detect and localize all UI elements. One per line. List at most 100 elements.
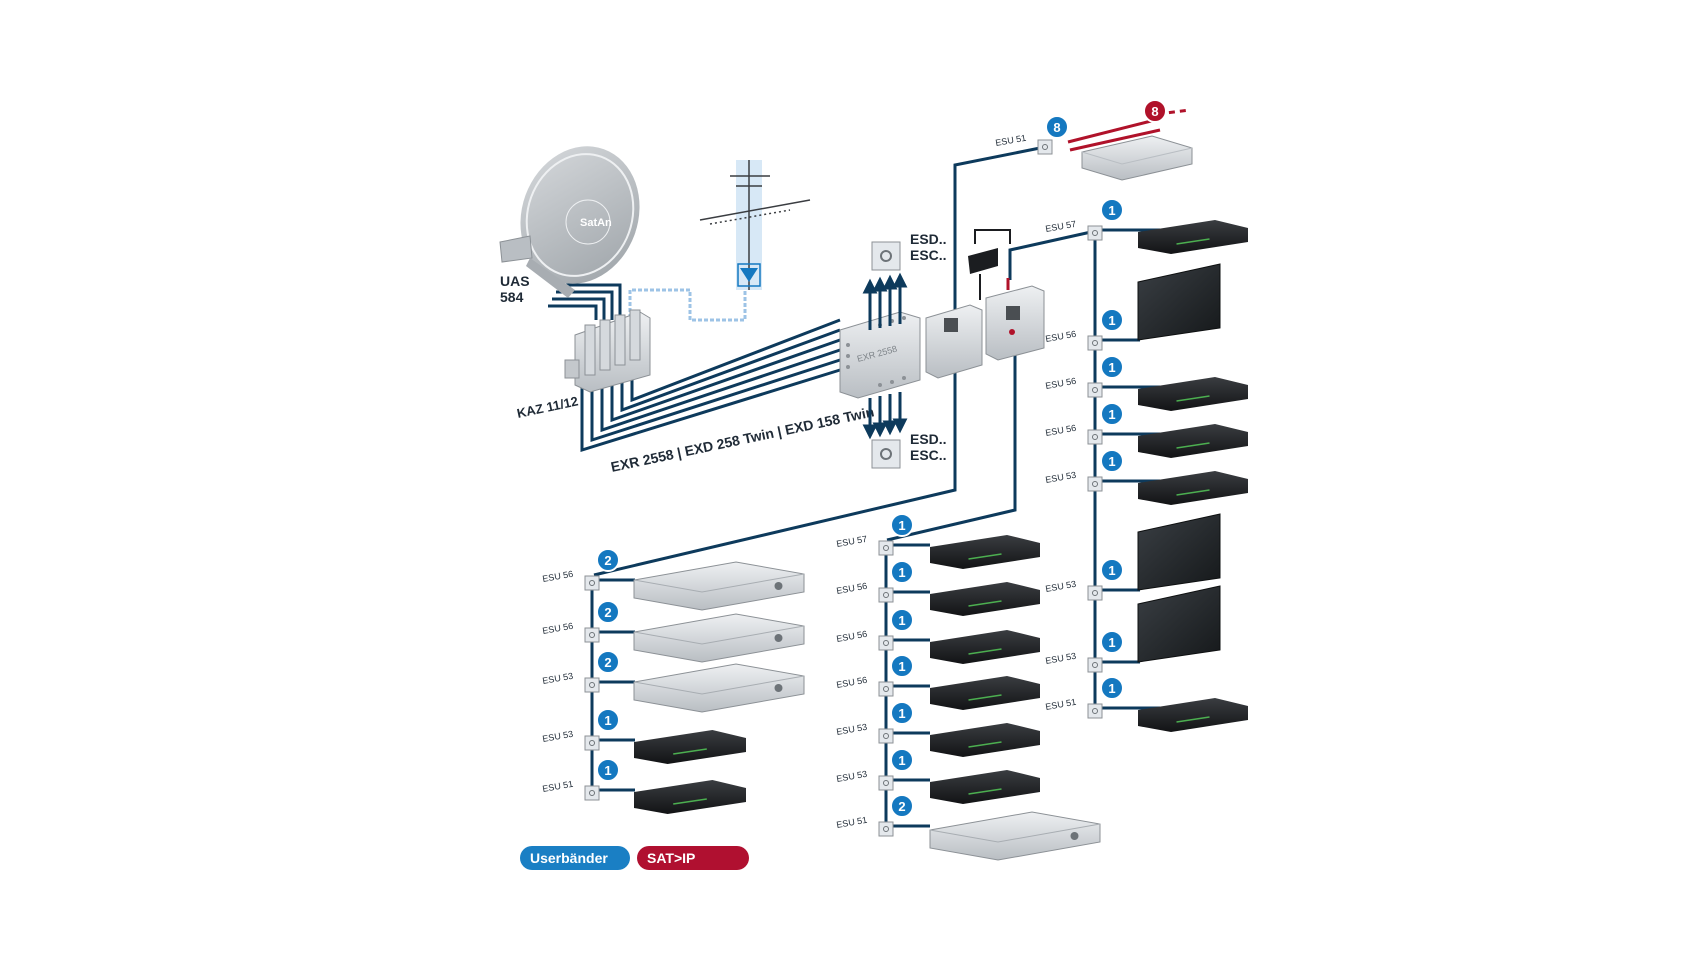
outlets-layer: ESU 51 ESU 57 ESU 56 ESU 56 ESU 56 ESU 53 ESU … (542, 133, 1248, 861)
terrestrial-antenna-icon (699, 160, 811, 290)
esu-label: ESU 56 (542, 621, 574, 636)
satip-stream-cable (1006, 108, 1191, 290)
badge-number: 1 (1108, 360, 1115, 375)
multiswitch-device (564, 309, 651, 393)
left-outlet-1: ESU 56 (542, 569, 600, 591)
esd-top-label: ESD.. (910, 231, 947, 247)
badge-right-7: 1 (1100, 630, 1124, 654)
legend-userbands: Userbänder (520, 846, 630, 870)
esu-label: ESU 53 (542, 729, 574, 744)
receiver-right-1 (1138, 220, 1248, 254)
badge-number: 1 (1108, 313, 1115, 328)
badge-middle-7: 2 (890, 794, 914, 818)
right-outlet-3: ESU 56 (1045, 376, 1103, 398)
esu-label: ESU 53 (1045, 470, 1077, 485)
badge-number: 1 (898, 613, 905, 628)
left-outlet-2: ESU 56 (542, 621, 600, 643)
receiver-middle-4 (930, 676, 1040, 710)
badge-number: 1 (1108, 407, 1115, 422)
esu-label: ESU 56 (1045, 329, 1077, 344)
badge-number: 2 (604, 605, 611, 620)
badge-right-1: 1 (1100, 198, 1124, 222)
esu-label: ESU 53 (836, 769, 868, 784)
esu-label: ESU 56 (542, 569, 574, 584)
tv-right-2 (1137, 263, 1221, 341)
badge-number: 1 (604, 763, 611, 778)
badge-right-5: 1 (1100, 449, 1124, 473)
badge-middle-1: 1 (890, 513, 914, 537)
receiver-right-8 (1138, 698, 1248, 732)
middle-outlet-4: ESU 56 (836, 675, 894, 697)
esu-label: ESU 56 (836, 581, 868, 596)
left-outlet-5: ESU 51 (542, 779, 600, 801)
exd-158-module (985, 285, 1045, 361)
receiver-left-3 (633, 663, 805, 713)
badge-middle-2: 1 (890, 560, 914, 584)
satip-router-device (1081, 135, 1193, 181)
badge-number: 1 (898, 753, 905, 768)
badge-middle-4: 1 (890, 654, 914, 678)
receiver-middle-6 (930, 770, 1040, 804)
middle-outlet-7: ESU 51 (836, 815, 894, 837)
badge-middle-5: 1 (890, 701, 914, 725)
badge-number: 8 (1151, 104, 1158, 119)
tv-right-6 (1137, 513, 1221, 591)
esu-label: ESU 53 (542, 671, 574, 686)
middle-outlet-6: ESU 53 (836, 769, 894, 791)
legend-satip: SAT>IP Streams (637, 846, 749, 890)
badge-number: 1 (1108, 635, 1115, 650)
esc-bottom-label: ESC.. (910, 447, 947, 463)
middle-outlet-5: ESU 53 (836, 722, 894, 744)
esu-label: ESU 51 (1045, 697, 1077, 712)
receiver-middle-5 (930, 723, 1040, 757)
badge-right-6: 1 (1100, 558, 1124, 582)
power-supply-icon (968, 229, 1011, 300)
dish-model-line2: 584 (500, 289, 524, 305)
right-outlet-2: ESU 56 (1045, 329, 1103, 351)
badge-right-4: 1 (1100, 402, 1124, 426)
receiver-middle-1 (930, 535, 1040, 569)
badge-router: 8 (1045, 115, 1069, 139)
middle-outlet-2: ESU 56 (836, 581, 894, 603)
receiver-right-4 (1138, 424, 1248, 458)
receiver-middle-2 (930, 582, 1040, 616)
badge-number: 1 (898, 659, 905, 674)
middle-outlet-1: ESU 57 (836, 534, 894, 556)
esu-label: ESU 56 (1045, 423, 1077, 438)
badge-number: 1 (1108, 563, 1115, 578)
badge-left-5: 1 (596, 758, 620, 782)
esd-outlet-bottom (871, 439, 901, 469)
badge-number: 1 (898, 565, 905, 580)
badge-number: 8 (1053, 120, 1060, 135)
esd-bottom-label: ESD.. (910, 431, 947, 447)
dish-brand-logo: SatAn (580, 217, 612, 229)
badge-left-2: 2 (596, 600, 620, 624)
esu-label: ESU 53 (836, 722, 868, 737)
left-outlet-3: ESU 53 (542, 671, 600, 693)
badge-left-4: 1 (596, 708, 620, 732)
tv-right-7 (1137, 585, 1221, 663)
badge-number: 2 (898, 799, 905, 814)
esu-label: ESU 56 (836, 675, 868, 690)
receiver-left-2 (633, 613, 805, 663)
badge-number: 2 (604, 655, 611, 670)
right-outlet-7: ESU 53 (1045, 651, 1103, 673)
badge-number: 1 (1108, 681, 1115, 696)
right-outlet-6: ESU 53 (1045, 579, 1103, 601)
right-outlet-8: ESU 51 (1045, 697, 1103, 719)
receiver-right-5 (1138, 471, 1248, 505)
esu-label: ESU 57 (1045, 219, 1077, 234)
esu-label: ESU 51 (542, 779, 574, 794)
right-outlet-4: ESU 56 (1045, 423, 1103, 445)
receiver-left-4 (634, 730, 746, 764)
badge-middle-6: 1 (890, 748, 914, 772)
receiver-left-5 (634, 780, 746, 814)
badge-right-2: 1 (1100, 308, 1124, 332)
satellite-dish-icon: SatAn (499, 146, 640, 298)
legend-satip-text: SAT>IP Streams (647, 850, 703, 890)
receiver-middle-7 (929, 811, 1101, 861)
receiver-left-1 (633, 561, 805, 611)
badge-right-8: 1 (1100, 676, 1124, 700)
